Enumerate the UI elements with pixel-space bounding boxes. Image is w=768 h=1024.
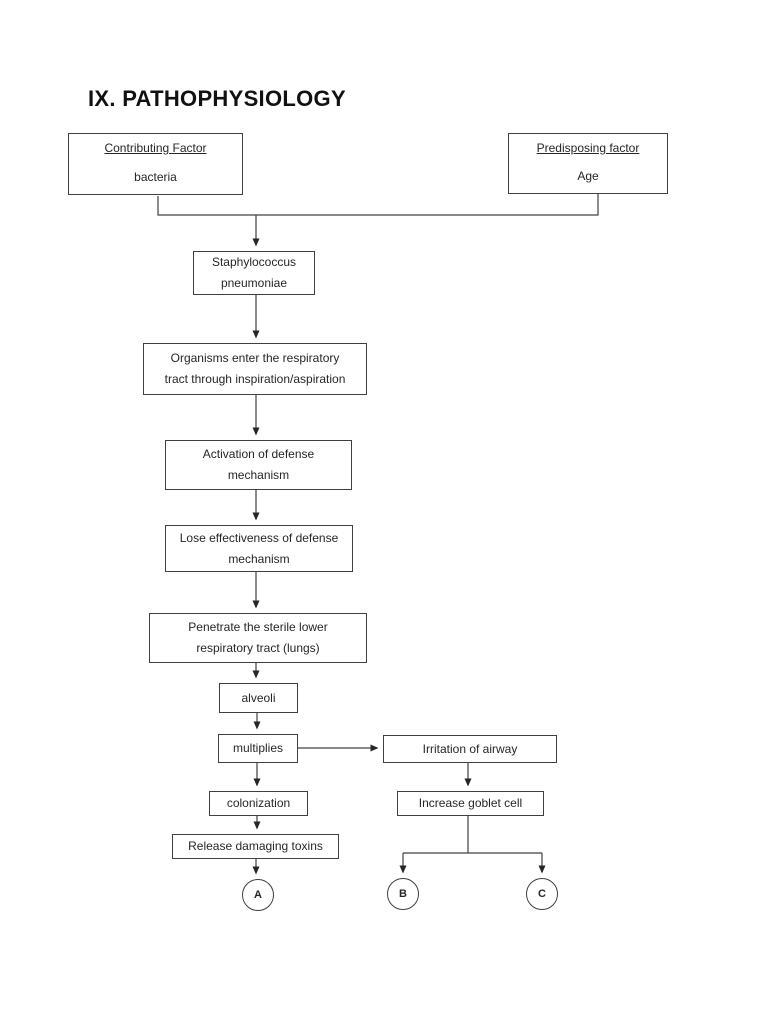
- node-alveoli: alveoli: [219, 683, 298, 713]
- node-staphylococcus: Staphylococcus pneumoniae: [193, 251, 315, 295]
- node-penetrate-tract: Penetrate the sterile lower respiratory …: [149, 613, 367, 663]
- node-multiplies: multiplies: [218, 734, 298, 763]
- contributing-factor-header: Contributing Factor: [104, 141, 207, 155]
- node-lose-effectiveness: Lose effectiveness of defense mechanism: [165, 525, 353, 572]
- contributing-factor-value: bacteria: [134, 170, 177, 184]
- page-title: IX. PATHOPHYSIOLOGY: [88, 86, 346, 111]
- node-contributing-factor: Contributing Factor bacteria: [68, 133, 243, 195]
- node-increase-goblet-cell: Increase goblet cell: [397, 791, 544, 816]
- connector-goblet-split: [403, 816, 542, 854]
- connector-merge-factors: [157, 194, 599, 216]
- node-colonization: colonization: [209, 791, 308, 816]
- node-irritation-airway: Irritation of airway: [383, 735, 557, 763]
- node-activation-defense: Activation of defense mechanism: [165, 440, 352, 490]
- node-organisms-enter: Organisms enter the respiratory tract th…: [143, 343, 367, 395]
- node-predisposing-factor: Predisposing factor Age: [508, 133, 668, 194]
- predisposing-factor-header: Predisposing factor: [536, 141, 640, 155]
- terminal-c: C: [526, 878, 558, 910]
- terminal-a: A: [242, 879, 274, 911]
- predisposing-factor-value: Age: [577, 169, 599, 183]
- node-release-toxins: Release damaging toxins: [172, 834, 339, 859]
- terminal-b: B: [387, 878, 419, 910]
